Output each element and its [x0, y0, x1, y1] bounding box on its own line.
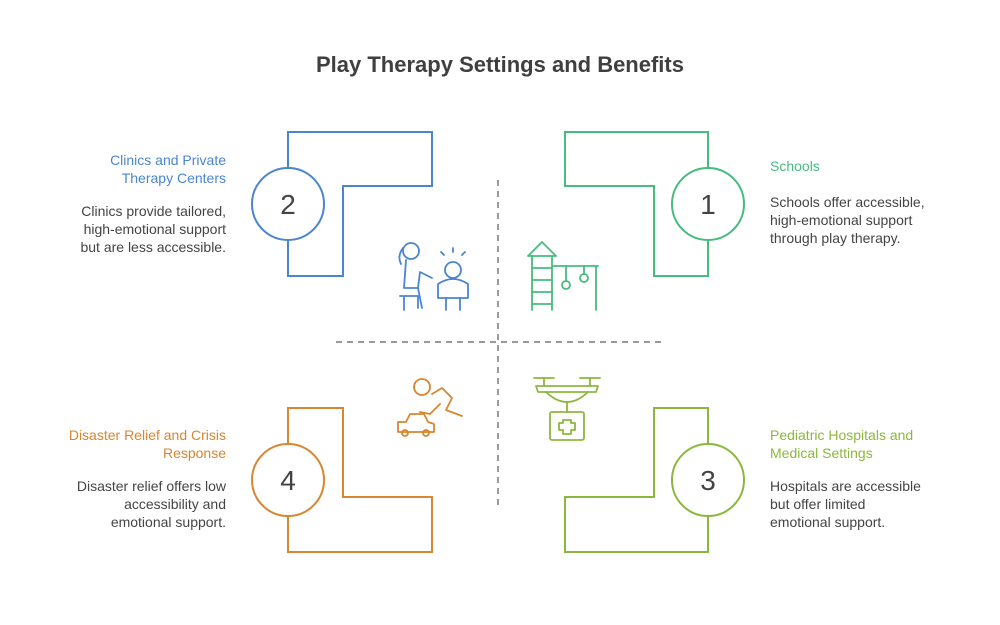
therapist-child-icon: [398, 242, 469, 311]
disaster-description-line: Disaster relief offers low: [76, 478, 226, 494]
disaster-description: Disaster relief offers low accessibility…: [77, 477, 226, 531]
hospitals-description-line: emotional support.: [770, 514, 886, 530]
quadrant-disaster-shape: [251, 407, 433, 553]
quadrant-clinics-shape: [251, 131, 433, 277]
divider-lines: [336, 180, 662, 505]
hospitals-heading-line: Pediatric Hospitals and: [770, 427, 914, 443]
hospitals-heading-line: Medical Settings: [770, 445, 873, 461]
disaster-heading: Disaster Relief and Crisis Response: [69, 426, 226, 462]
disaster-description-line: emotional support.: [110, 514, 226, 530]
clinics-description-line: high-emotional support: [83, 221, 226, 237]
disaster-heading-line: Response: [162, 445, 226, 461]
schools-description-line: through play therapy.: [770, 230, 901, 246]
clinics-description-line: Clinics provide tailored,: [81, 203, 226, 219]
quadrant-schools-shape: [564, 131, 745, 277]
quadrant-hospitals-shape: [564, 407, 745, 553]
schools-description-line: Schools offer accessible,: [770, 194, 925, 210]
schools-description: Schools offer accessible, high-emotional…: [770, 193, 925, 247]
clinics-description-line: but are less accessible.: [80, 239, 226, 255]
clinics-heading-line: Clinics and Private: [110, 152, 226, 168]
hospitals-description-line: Hospitals are accessible: [770, 478, 921, 494]
medical-drone-icon: [533, 377, 601, 441]
disaster-heading-line: Disaster Relief and Crisis: [68, 427, 226, 443]
schools-description-line: high-emotional support: [770, 212, 913, 228]
page-title: Play Therapy Settings and Benefits: [316, 52, 684, 77]
schools-heading: Schools: [770, 158, 820, 174]
disaster-description-line: accessibility and: [124, 496, 226, 512]
quadrant-schools-number: 1: [700, 189, 716, 220]
clinics-description: Clinics provide tailored, high-emotional…: [80, 202, 226, 256]
quadrant-disaster-number: 4: [280, 465, 296, 496]
clinics-heading-line: Therapy Centers: [121, 170, 226, 186]
quadrant-hospitals-number: 3: [700, 465, 716, 496]
child-playing-car-icon: [397, 378, 463, 437]
quadrant-clinics-number: 2: [280, 189, 296, 220]
hospitals-description: Hospitals are accessible but offer limit…: [770, 477, 921, 531]
playground-icon: [527, 241, 599, 311]
hospitals-heading: Pediatric Hospitals and Medical Settings: [770, 426, 913, 462]
hospitals-description-line: but offer limited: [770, 496, 866, 512]
clinics-heading: Clinics and Private Therapy Centers: [110, 151, 226, 187]
